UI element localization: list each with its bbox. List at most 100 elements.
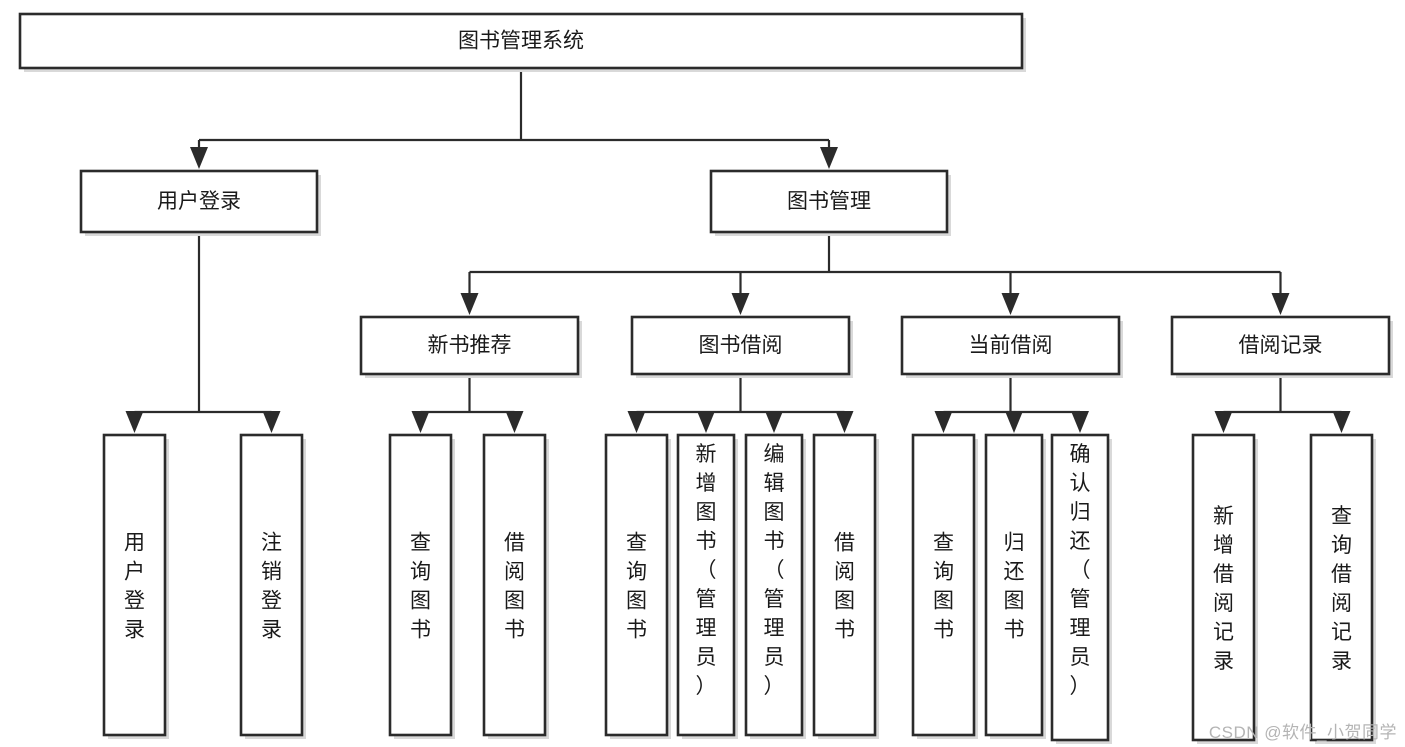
node-rect[interactable] [812,433,877,737]
node-label: 新书推荐 [428,334,512,357]
node-layer: 图书管理系统用户登录图书管理新书推荐图书借阅当前借阅借阅记录用户登录注销登录查询… [18,12,1393,744]
node-rect[interactable] [359,315,580,376]
node-rect[interactable] [676,433,736,737]
node-label-char: 询 [933,561,954,584]
node-rect[interactable] [388,433,453,737]
node-label-char: 登 [124,590,145,613]
arrow-head-icon [820,147,838,169]
arrow-head-icon [1001,293,1020,315]
node-label-char: 图 [504,590,525,613]
node-current-borrow[interactable]: 当前借阅 [900,315,1123,378]
arrow-head-icon [190,147,208,169]
node-rect[interactable] [604,433,669,737]
arrow-head-icon [505,411,524,433]
arrow-head-icon [835,411,854,433]
node-label-char: 阅 [1213,592,1234,615]
node-label-char: 管 [696,588,717,611]
node-label-char: 增 [1213,534,1234,557]
arrow-head-icon [1214,411,1233,433]
node-rect[interactable] [984,433,1044,737]
node-label-char: 图 [410,590,431,613]
node-user-login[interactable]: 用户登录 [79,169,321,236]
node-rect[interactable] [18,12,1024,70]
node-borrow-record[interactable]: 借阅记录 [1170,315,1393,378]
node-label-char: 新 [1213,505,1234,528]
node-rect[interactable] [709,169,949,234]
node-label-char: 图 [626,590,647,613]
node-label-char: 理 [1070,617,1091,640]
node-rect[interactable] [1050,433,1110,742]
node-label-char: 管 [764,588,785,611]
node-label-char: 书 [933,619,954,642]
node-rect[interactable] [102,433,167,737]
node-rect[interactable] [744,433,804,737]
node-label-char: 查 [410,532,431,555]
node-label: 用户登录 [157,190,241,213]
node-label-char: 员 [696,646,717,669]
node-label-char: 认 [1070,472,1091,495]
node-label-char: 阅 [504,561,525,584]
node-rect[interactable] [1191,433,1256,742]
node-label-char: 借 [504,532,525,555]
node-label-char: 理 [696,617,717,640]
node-rect[interactable] [1170,315,1391,376]
node-label-char: 书 [764,530,785,553]
node-book-borrow[interactable]: 图书借阅 [630,315,853,378]
node-label-char: 图 [1004,590,1025,613]
node-label-char: 管 [1070,588,1091,611]
node-label-char: 还 [1070,530,1091,553]
connector-layer [125,72,1351,433]
node-rect[interactable] [239,433,304,737]
node-label-char: 阅 [1331,592,1352,615]
node-label-char: 书 [410,619,431,642]
node-label-char: 借 [834,532,855,555]
node-rect[interactable] [1309,433,1374,742]
node-label-char: 新 [696,443,717,466]
node-label-char: （ [764,559,785,582]
node-label-char: 借 [1213,563,1234,586]
arrow-head-icon [1271,293,1290,315]
node-label-char: 书 [626,619,647,642]
arrow-head-icon [125,411,144,433]
arrow-head-icon [1071,411,1089,433]
node-rect[interactable] [482,433,547,737]
node-label-char: ） [696,675,717,698]
node-label-char: 书 [696,530,717,553]
arrow-head-icon [697,411,715,433]
node-label: 借阅记录 [1239,334,1323,357]
node-label-char: 注 [261,532,282,555]
node-label: 图书管理系统 [458,30,584,53]
node-label-char: 查 [626,532,647,555]
arrow-head-icon [765,411,783,433]
node-label-char: （ [1070,559,1091,582]
node-leaf-user-login[interactable]: 用户登录 [102,433,169,739]
node-rect[interactable] [630,315,851,376]
node-label-char: 书 [504,619,525,642]
arrow-head-icon [460,293,479,315]
node-rect[interactable] [900,315,1121,376]
node-label-char: 询 [626,561,647,584]
node-root-root[interactable]: 图书管理系统 [18,12,1026,72]
node-rect[interactable] [911,433,976,737]
node-label-char: 员 [1070,646,1091,669]
node-rect[interactable] [79,169,319,234]
node-label-char: 书 [834,619,855,642]
arrow-head-icon [627,411,646,433]
node-label-char: 图 [764,501,785,524]
node-label-char: 销 [261,561,282,584]
node-book-management[interactable]: 图书管理 [709,169,951,236]
node-new-book-recommend[interactable]: 新书推荐 [359,315,582,378]
node-label-char: 理 [764,617,785,640]
